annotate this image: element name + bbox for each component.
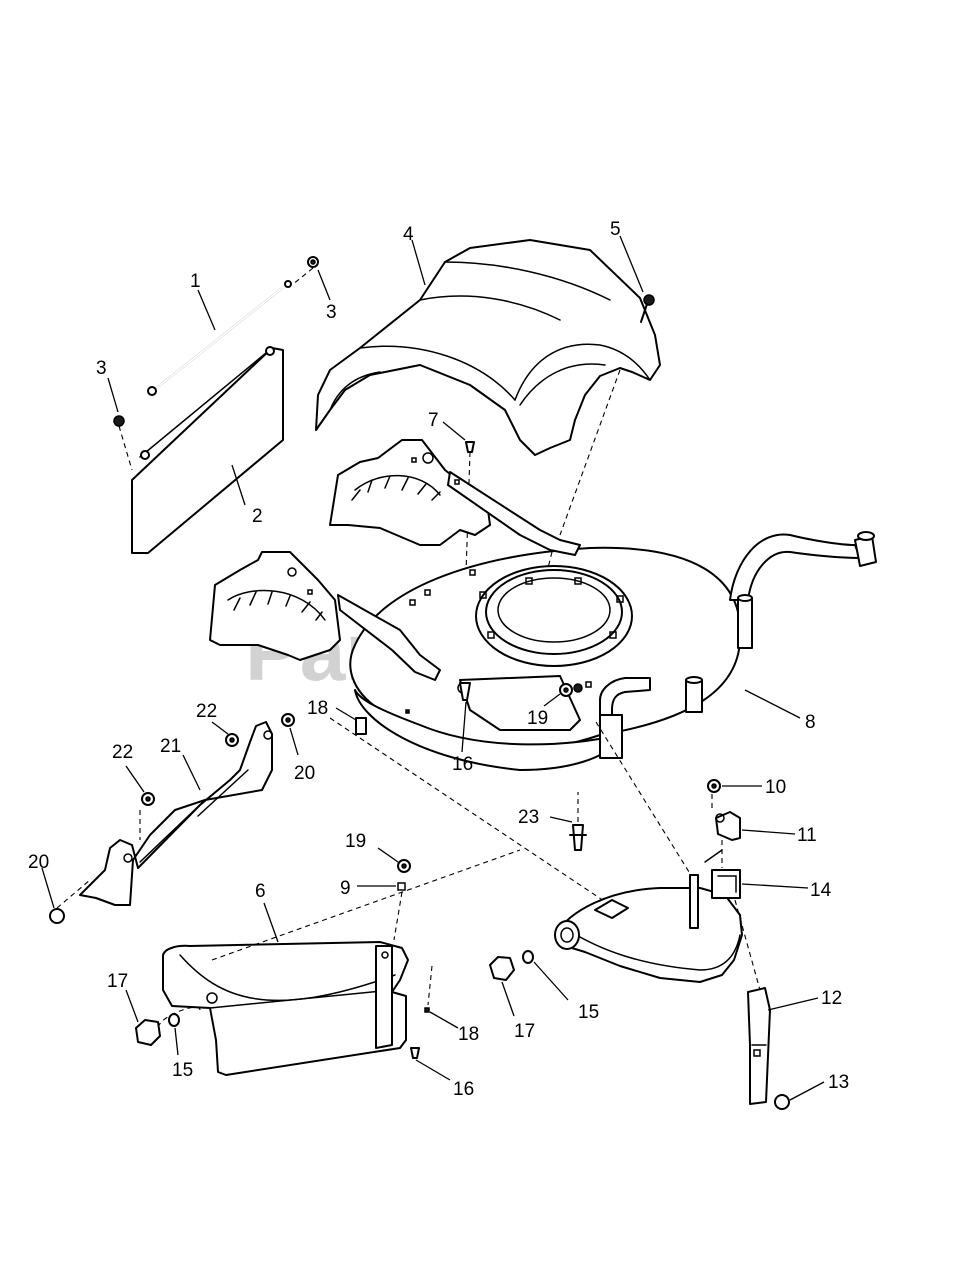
part-washer-9[interactable] bbox=[397, 882, 406, 891]
callout-17[interactable]: 17 bbox=[514, 1021, 535, 1042]
callout-12[interactable]: 12 bbox=[821, 988, 842, 1009]
callout-6[interactable]: 6 bbox=[255, 881, 266, 902]
callout-3[interactable]: 3 bbox=[326, 302, 337, 323]
part-deck-housing[interactable] bbox=[349, 531, 877, 771]
callout-17[interactable]: 17 bbox=[107, 971, 128, 992]
part-screw-16-chute[interactable] bbox=[410, 1047, 420, 1059]
part-washer-15-left[interactable] bbox=[168, 1013, 180, 1027]
part-knob-17-left[interactable] bbox=[135, 1019, 161, 1046]
callout-16[interactable]: 16 bbox=[453, 1079, 474, 1100]
part-knob-20-upper[interactable] bbox=[281, 713, 295, 727]
part-height-plate-upper[interactable] bbox=[329, 439, 581, 556]
part-bolt-5[interactable] bbox=[640, 294, 655, 323]
callout-5[interactable]: 5 bbox=[610, 219, 621, 240]
callout-21[interactable]: 21 bbox=[160, 736, 181, 757]
part-rod-12[interactable] bbox=[747, 987, 771, 1105]
callout-7[interactable]: 7 bbox=[428, 410, 439, 431]
part-latch-14[interactable] bbox=[689, 869, 741, 929]
part-side-deflector[interactable] bbox=[79, 721, 273, 906]
part-screw-16-deck[interactable] bbox=[459, 682, 471, 701]
part-bolt-7[interactable] bbox=[462, 441, 475, 666]
part-rear-discharge-door[interactable] bbox=[554, 887, 743, 983]
part-shroud[interactable] bbox=[315, 239, 661, 456]
callout-18[interactable]: 18 bbox=[307, 698, 328, 719]
callout-11[interactable]: 11 bbox=[797, 825, 817, 846]
callout-2[interactable]: 2 bbox=[252, 506, 263, 527]
callout-15[interactable]: 15 bbox=[578, 1002, 599, 1023]
part-clip-18-chute[interactable] bbox=[424, 1007, 430, 1013]
part-height-plate-lower[interactable] bbox=[209, 551, 441, 681]
callout-4[interactable]: 4 bbox=[403, 224, 414, 245]
callout-19[interactable]: 19 bbox=[345, 831, 366, 852]
part-clip-11[interactable] bbox=[704, 811, 741, 863]
callout-20[interactable]: 20 bbox=[294, 763, 315, 784]
part-nut-22-right[interactable] bbox=[225, 733, 239, 747]
part-nut-19-deck[interactable] bbox=[559, 681, 592, 697]
callout-18[interactable]: 18 bbox=[458, 1024, 479, 1045]
callout-15[interactable]: 15 bbox=[172, 1060, 193, 1081]
callout-1[interactable]: 1 bbox=[190, 271, 201, 292]
callout-3[interactable]: 3 bbox=[96, 358, 107, 379]
callout-19[interactable]: 19 bbox=[527, 708, 548, 729]
part-nut-3-left[interactable] bbox=[113, 415, 125, 427]
callout-16[interactable]: 16 bbox=[452, 754, 473, 775]
part-knob-20-lower[interactable] bbox=[49, 908, 65, 924]
part-cap-13[interactable] bbox=[774, 1094, 790, 1110]
callout-22[interactable]: 22 bbox=[196, 701, 217, 722]
part-nut-3-right[interactable] bbox=[307, 256, 319, 268]
callout-14[interactable]: 14 bbox=[810, 880, 832, 901]
callout-22[interactable]: 22 bbox=[112, 742, 133, 763]
part-nut-22-left[interactable] bbox=[141, 792, 155, 806]
part-nut-10[interactable] bbox=[707, 779, 721, 793]
callout-23[interactable]: 23 bbox=[518, 807, 539, 828]
part-knob-17-right[interactable] bbox=[489, 956, 515, 981]
callout-8[interactable]: 8 bbox=[805, 712, 816, 733]
callout-13[interactable]: 13 bbox=[828, 1072, 849, 1093]
callout-10[interactable]: 10 bbox=[765, 777, 786, 798]
callout-20[interactable]: 20 bbox=[28, 852, 49, 873]
part-washer-15-right[interactable] bbox=[522, 950, 534, 964]
callout-9[interactable]: 9 bbox=[340, 878, 351, 899]
part-bolt-23[interactable] bbox=[569, 792, 587, 851]
part-nut-19-chute[interactable] bbox=[397, 859, 411, 873]
part-clip-18-deck[interactable] bbox=[355, 709, 410, 735]
part-hinge-rod[interactable] bbox=[147, 280, 292, 396]
part-rear-flap[interactable] bbox=[131, 346, 284, 554]
part-discharge-chute[interactable] bbox=[162, 941, 409, 1076]
